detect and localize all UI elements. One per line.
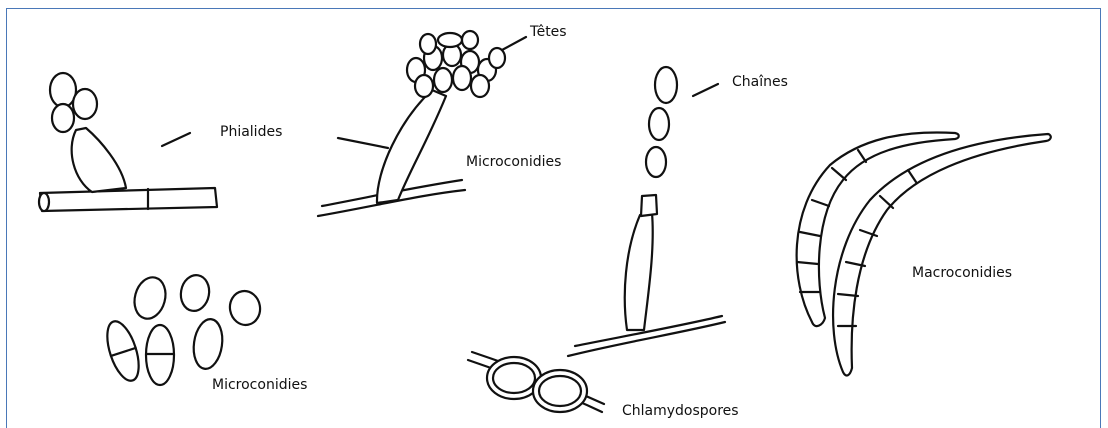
microconidies-top-pointer xyxy=(338,138,388,148)
chlamydospores-label: Chlamydospores xyxy=(622,403,739,419)
tetes-pointer xyxy=(502,37,526,50)
macroconidia xyxy=(797,132,1051,375)
tete-structure xyxy=(318,31,505,216)
chlamydospore-structure xyxy=(468,352,604,412)
chaines-pointer xyxy=(693,84,718,96)
phialides-label: Phialides xyxy=(220,124,282,140)
spore-head xyxy=(407,31,505,97)
phialide-structure xyxy=(39,73,217,211)
microconidies-bottom-label: Microconidies xyxy=(212,377,307,393)
macroconidies-label: Macroconidies xyxy=(912,265,1012,281)
chaines-label: Chaînes xyxy=(732,74,788,90)
chain-structure xyxy=(568,67,725,356)
microconidia-group xyxy=(101,273,263,385)
microconidies-top-label: Microconidies xyxy=(466,154,561,170)
tetes-label: Têtes xyxy=(529,24,567,40)
phialides-pointer xyxy=(162,133,190,146)
